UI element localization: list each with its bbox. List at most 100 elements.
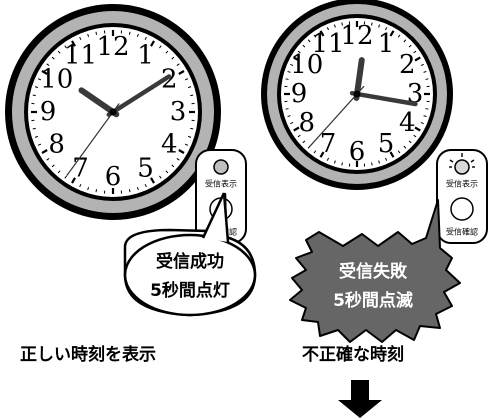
tick-mark — [87, 33, 90, 38]
tick-mark — [293, 126, 300, 132]
tick-mark — [290, 63, 294, 66]
success-bubble-line1: 受信成功 — [156, 251, 224, 272]
tick-mark — [408, 44, 412, 48]
blink-rays-icon — [449, 153, 475, 168]
tick-mark — [403, 145, 407, 149]
fail-burst-bubble: 受信失敗 5秒間点滅 — [289, 199, 461, 343]
tick-mark — [313, 34, 317, 38]
down-arrow-icon — [338, 380, 382, 418]
tick-mark — [290, 122, 294, 125]
numeral-7: 7 — [320, 129, 337, 159]
tick-mark — [32, 94, 36, 97]
numeral-6: 6 — [349, 137, 366, 167]
tick-mark — [64, 45, 67, 49]
receiver-panel-right: 受信表示 受信確認 — [436, 149, 488, 244]
tick-mark — [95, 31, 98, 35]
tick-mark — [64, 175, 67, 179]
tick-mark — [150, 40, 155, 47]
numeral-10: 10 — [40, 65, 73, 95]
tick-mark — [425, 108, 429, 110]
tick-mark — [165, 50, 169, 54]
tick-mark — [37, 78, 42, 81]
numeral-2: 2 — [399, 50, 416, 80]
tick-mark — [408, 140, 412, 144]
tick-mark — [79, 183, 82, 188]
tick-mark — [341, 162, 343, 166]
numeral-4: 4 — [161, 130, 178, 160]
tick-mark — [326, 27, 329, 31]
numeral-3: 3 — [170, 97, 187, 127]
receive-display-label: 受信表示 — [205, 179, 237, 189]
numeral-8: 8 — [298, 108, 315, 138]
tick-mark — [79, 36, 82, 41]
tick-mark — [414, 56, 421, 62]
tick-mark — [326, 157, 329, 161]
tick-mark — [385, 157, 388, 161]
clock-hands — [309, 57, 418, 147]
tick-mark — [190, 94, 194, 97]
tick-mark — [319, 30, 325, 37]
tick-mark — [87, 186, 90, 191]
tick-mark — [187, 135, 192, 138]
tick-mark — [150, 177, 155, 184]
tick-marks — [31, 30, 195, 194]
tick-mark — [333, 160, 336, 164]
numeral-12: 12 — [96, 32, 129, 62]
tick-mark — [178, 70, 185, 75]
tick-mark — [287, 70, 291, 73]
tick-mark — [57, 50, 61, 54]
tick-mark — [159, 45, 162, 49]
tick-mark — [187, 86, 192, 89]
tick-mark — [34, 86, 39, 89]
tick-mark — [302, 44, 306, 48]
tick-mark — [389, 30, 395, 37]
numeral-5: 5 — [378, 129, 395, 159]
numeral-2: 2 — [161, 65, 178, 95]
caption-correct-time: 正しい時刻を表示 — [20, 345, 156, 365]
numeral-1: 1 — [378, 29, 395, 59]
tick-mark — [128, 31, 131, 35]
tick-mark — [413, 50, 417, 54]
tick-mark — [71, 40, 76, 47]
numeral-10: 10 — [290, 50, 323, 80]
clock-hands — [66, 74, 172, 176]
tick-mark — [136, 33, 139, 38]
tick-mark — [333, 24, 336, 28]
tick-mark — [313, 150, 317, 154]
tick-mark — [397, 34, 401, 38]
numeral-7: 7 — [72, 153, 89, 183]
tick-mark — [297, 50, 301, 54]
tick-mark — [307, 39, 311, 43]
tick-mark — [423, 70, 427, 73]
tick-mark — [41, 70, 48, 75]
tick-mark — [285, 78, 289, 80]
center-hub — [109, 108, 117, 116]
tick-mark — [176, 63, 180, 66]
numeral-11: 11 — [64, 41, 97, 71]
tick-mark — [144, 183, 147, 188]
numeral-8: 8 — [48, 130, 65, 160]
tick-mark — [184, 78, 189, 81]
second-hand — [66, 103, 120, 176]
receive-lamp-blinking — [454, 159, 470, 175]
tick-mark — [403, 39, 407, 43]
tick-mark — [37, 143, 42, 146]
tick-mark — [51, 164, 55, 168]
tick-mark — [425, 78, 429, 80]
numeral-12: 12 — [340, 21, 373, 51]
tick-mark — [32, 127, 36, 130]
tick-mark — [319, 151, 325, 158]
tick-mark — [171, 56, 175, 60]
tick-mark — [41, 149, 48, 154]
tick-mark — [385, 27, 388, 31]
tick-mark — [378, 160, 381, 164]
tick-mark — [371, 22, 373, 26]
numeral-11: 11 — [311, 29, 344, 59]
caption-incorrect-time: 不正確な時刻 — [302, 345, 404, 365]
tick-mark — [413, 134, 417, 138]
receive-lamp-on — [213, 159, 229, 175]
